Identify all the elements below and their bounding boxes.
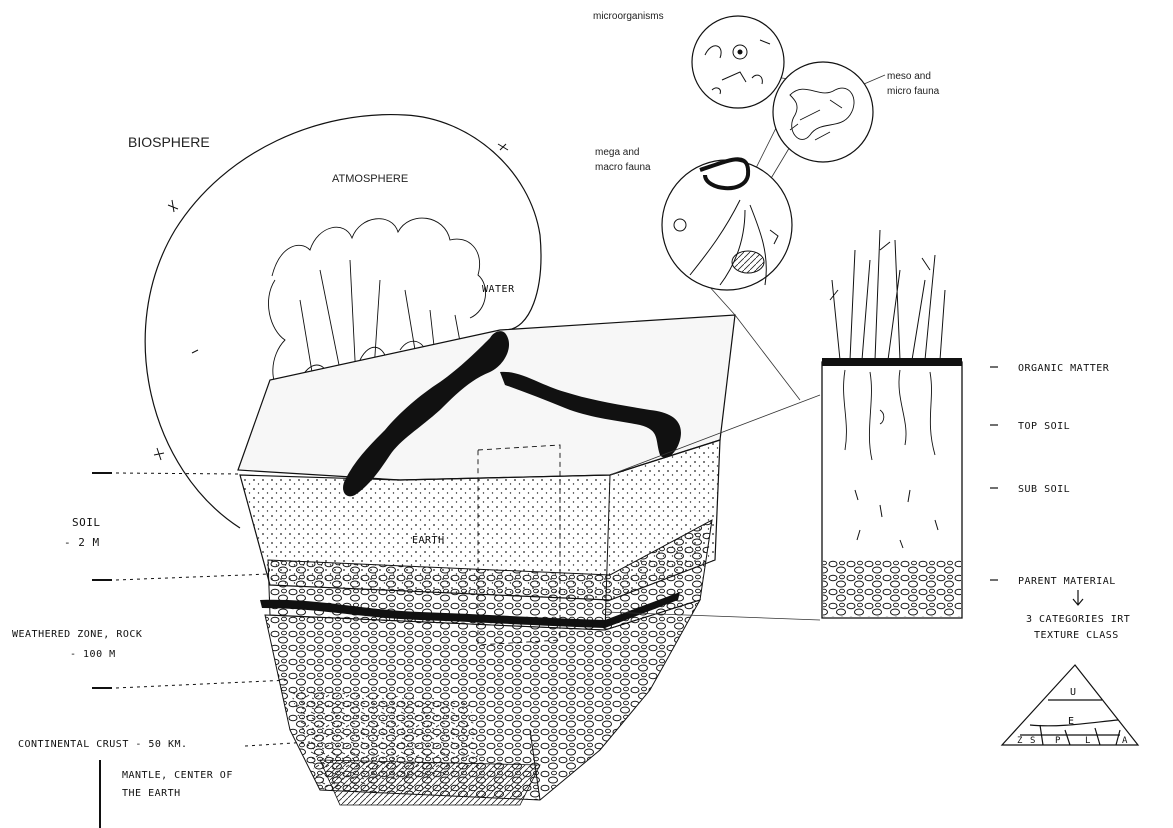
mantle-label-2: THE EARTH bbox=[122, 788, 181, 799]
sub-soil-label: SUB SOIL bbox=[1018, 484, 1070, 495]
weathered-zone-label: WEATHERED ZONE, ROCK bbox=[12, 629, 142, 640]
mantle-label: MANTLE, CENTER OF bbox=[122, 770, 233, 781]
soil-depth-value: - 2 M bbox=[64, 536, 100, 549]
parent-material-label: PARENT MATERIAL bbox=[1018, 576, 1116, 587]
mega-fauna-circle-icon bbox=[662, 159, 792, 290]
triangle-letter-u: U bbox=[1070, 687, 1077, 698]
water-label: WATER bbox=[482, 284, 515, 295]
earth-label: EARTH bbox=[412, 535, 445, 546]
biosphere-label: BIOSPHERE bbox=[128, 134, 210, 150]
earth-block bbox=[238, 315, 735, 805]
top-soil-label: TOP SOIL bbox=[1018, 421, 1070, 432]
texture-class-label: TEXTURE CLASS bbox=[1034, 630, 1119, 641]
atmosphere-label: ATMOSPHERE bbox=[332, 173, 408, 185]
mega-fauna-label: mega and bbox=[595, 147, 639, 158]
microorganisms-label: microorganisms bbox=[593, 11, 664, 22]
arrow-down-icon bbox=[1073, 590, 1083, 605]
soil-profile-column bbox=[822, 230, 962, 618]
triangle-letter-l: L bbox=[1085, 736, 1091, 746]
triangle-letter-s: S bbox=[1030, 736, 1036, 746]
triangle-letter-p: P bbox=[1055, 736, 1061, 746]
categories-label: 3 CATEGORIES IRT bbox=[1026, 614, 1130, 625]
meso-fauna-label-2: micro fauna bbox=[887, 86, 940, 97]
triangle-letter-z: Z bbox=[1017, 736, 1023, 746]
texture-triangle bbox=[1002, 665, 1138, 745]
meso-fauna-label: meso and bbox=[887, 71, 931, 82]
organic-matter-label: ORGANIC MATTER bbox=[1018, 363, 1110, 374]
soil-depth-label: SOIL bbox=[72, 516, 101, 529]
continental-crust-label: CONTINENTAL CRUST - 50 KM. bbox=[18, 739, 188, 750]
mega-fauna-label-2: macro fauna bbox=[595, 162, 651, 173]
soil-profile-ticks bbox=[990, 367, 998, 580]
triangle-letter-e: E bbox=[1068, 716, 1075, 727]
triangle-letter-a: A bbox=[1122, 736, 1128, 746]
weathered-zone-value: - 100 M bbox=[70, 649, 116, 660]
microorganism-circle-icon bbox=[692, 16, 784, 108]
meso-fauna-circle-icon bbox=[773, 62, 873, 162]
